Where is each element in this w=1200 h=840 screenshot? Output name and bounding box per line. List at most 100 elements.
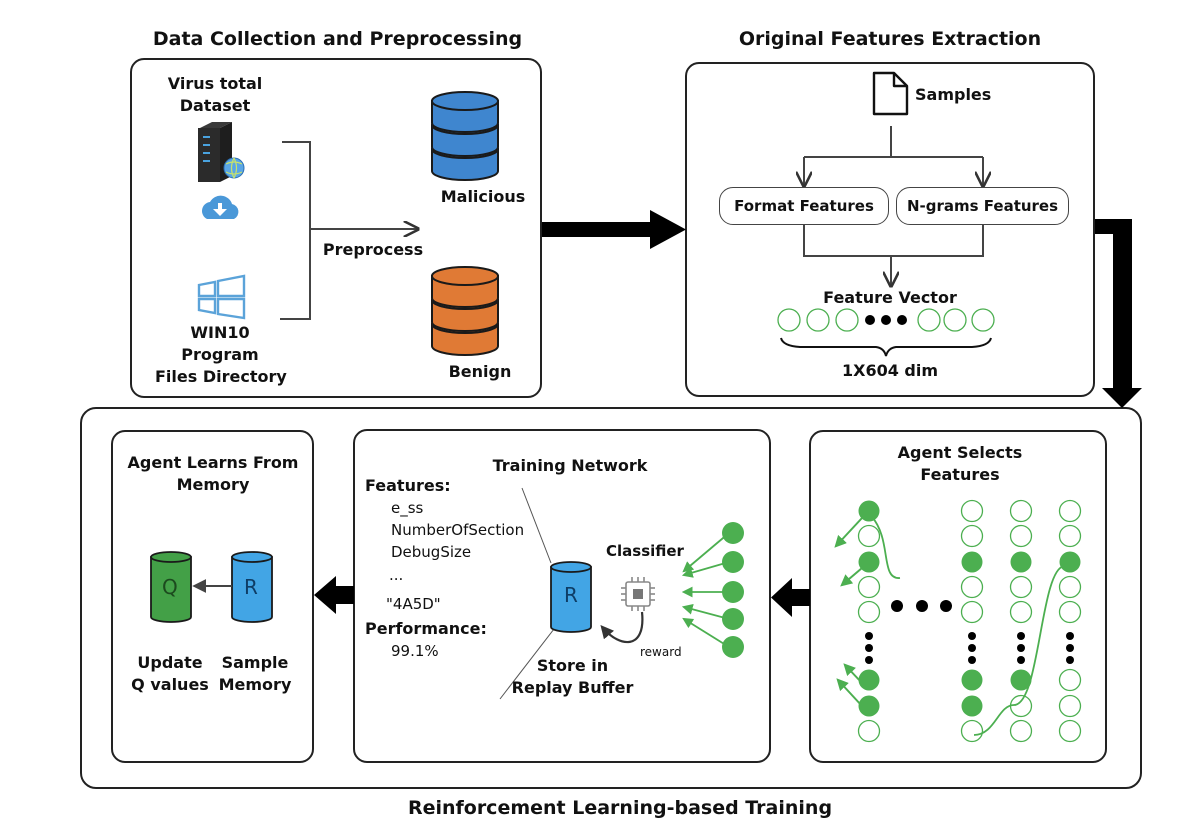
input-node bbox=[722, 551, 744, 573]
windows-icon bbox=[197, 274, 246, 320]
feature-node bbox=[1058, 499, 1082, 523]
feature-vector-cell bbox=[943, 308, 967, 332]
malicious-label: Malicious bbox=[440, 187, 526, 206]
vertical-ellipsis-dot bbox=[968, 644, 976, 652]
selection-arrow bbox=[836, 678, 863, 707]
cylinder-body bbox=[550, 566, 592, 633]
dimension-label: 1X604 dim bbox=[841, 361, 939, 380]
vertical-ellipsis-dot bbox=[1066, 656, 1074, 664]
virustotal-label-line1: Virus total bbox=[167, 74, 263, 93]
cylinder-body bbox=[150, 556, 192, 623]
agent-selects-title-line2: Features bbox=[920, 465, 1000, 484]
selection-path bbox=[871, 516, 901, 579]
selected-feature-node bbox=[1010, 551, 1032, 573]
flow-arrow-selects-to-network bbox=[771, 578, 810, 617]
feature-node bbox=[1058, 600, 1082, 624]
feature-node bbox=[1009, 575, 1033, 599]
vertical-ellipsis-dot bbox=[968, 656, 976, 664]
selected-feature-node bbox=[858, 500, 880, 522]
win10-label: WIN10 Program Files Directory bbox=[155, 322, 287, 388]
win10-label-line3: Files Directory bbox=[155, 367, 287, 386]
selected-feature-node bbox=[961, 695, 983, 717]
input-node bbox=[722, 522, 744, 544]
network-divider-bottom bbox=[499, 628, 555, 700]
feature-node bbox=[960, 600, 984, 624]
selection-arrow bbox=[840, 567, 863, 587]
data-collection-panel bbox=[130, 58, 542, 398]
agent-selects-title: Agent Selects Features bbox=[860, 442, 1060, 486]
feature-node bbox=[960, 719, 984, 743]
flow-arrow-network-to-learns bbox=[314, 576, 354, 614]
classifier-input-nodes bbox=[681, 522, 744, 658]
feature-vector bbox=[777, 308, 995, 332]
extraction-flow-lines bbox=[804, 126, 983, 286]
selected-feature-node bbox=[858, 695, 880, 717]
selected-feature-node bbox=[858, 669, 880, 691]
performance-value: 99.1% bbox=[391, 642, 439, 660]
selection-arrow bbox=[834, 517, 863, 548]
flow-arrow-extraction-to-training bbox=[1095, 219, 1142, 408]
selected-feature-node bbox=[1010, 669, 1032, 691]
training-network-title: Training Network bbox=[492, 456, 648, 475]
feature-node bbox=[1009, 499, 1033, 523]
r-cylinder-label: R bbox=[244, 575, 258, 599]
q-values-cylinder-icon bbox=[150, 551, 192, 623]
input-arrow bbox=[681, 604, 730, 620]
ngrams-features-label: N-grams Features bbox=[906, 197, 1059, 215]
replay-buffer-caption: Store in Replay Buffer bbox=[510, 655, 635, 699]
classifier-label: Classifier bbox=[606, 542, 684, 560]
server-icon bbox=[198, 122, 245, 182]
benign-label: Benign bbox=[448, 362, 512, 381]
replay-buffer-caption-line2: Replay Buffer bbox=[511, 678, 634, 697]
cylinder-top bbox=[231, 551, 273, 563]
format-features-node: Format Features bbox=[719, 187, 889, 225]
vertical-ellipsis-dot bbox=[865, 644, 873, 652]
samples-label: Samples bbox=[915, 85, 992, 104]
selection-path bbox=[973, 565, 1065, 736]
feature-vector-cell bbox=[971, 308, 995, 332]
feature-node bbox=[960, 575, 984, 599]
vertical-ellipsis-dot bbox=[1017, 656, 1025, 664]
vertical-ellipsis-dot bbox=[1017, 644, 1025, 652]
agent-selects-title-line1: Agent Selects bbox=[897, 443, 1023, 462]
feature-node bbox=[1009, 719, 1033, 743]
flow-arrow-collection-to-extraction bbox=[542, 210, 686, 249]
ellipsis-dot bbox=[897, 315, 907, 325]
feature-node bbox=[857, 524, 881, 548]
horizontal-ellipsis-dot bbox=[891, 600, 903, 612]
feature-node bbox=[1058, 668, 1082, 692]
replay-buffer-r-label: R bbox=[564, 583, 578, 607]
agent-learns-title-line1: Agent Learns From bbox=[127, 453, 299, 472]
ellipsis-dot bbox=[865, 315, 875, 325]
document-icon bbox=[872, 71, 909, 116]
input-arrow bbox=[682, 532, 730, 573]
feature-vector-cell bbox=[806, 308, 830, 332]
rl-training-title: Reinforcement Learning-based Training bbox=[407, 797, 833, 819]
sample-memory-caption: Sample Memory bbox=[215, 652, 295, 696]
cylinder-top bbox=[550, 561, 592, 573]
input-node bbox=[722, 608, 744, 630]
reward-label: reward bbox=[640, 645, 682, 659]
update-q-caption-line2: Q values bbox=[131, 675, 209, 694]
feature-node bbox=[1058, 694, 1082, 718]
feature-node bbox=[960, 524, 984, 548]
feature-list-item: "4A5D" bbox=[386, 595, 441, 613]
cloud-download-icon bbox=[202, 195, 239, 219]
sample-memory-caption-line1: Sample bbox=[221, 653, 289, 672]
db-layer-top bbox=[431, 266, 499, 286]
input-node bbox=[722, 581, 744, 603]
ngrams-features-node: N-grams Features bbox=[896, 187, 1069, 225]
vertical-ellipsis-dot bbox=[1066, 644, 1074, 652]
feature-node bbox=[1009, 600, 1033, 624]
selection-arrow bbox=[843, 663, 863, 684]
preprocess-label: Preprocess bbox=[322, 240, 424, 259]
selected-feature-node bbox=[961, 551, 983, 573]
cylinder-top bbox=[150, 551, 192, 563]
reward-arrow bbox=[600, 611, 644, 644]
feature-node bbox=[857, 600, 881, 624]
agent-learns-title: Agent Learns From Memory bbox=[113, 452, 313, 496]
agent-learns-title-line2: Memory bbox=[176, 475, 250, 494]
sample-memory-caption-line2: Memory bbox=[218, 675, 292, 694]
selected-feature-node bbox=[858, 551, 880, 573]
q-cylinder-label: Q bbox=[162, 575, 178, 599]
